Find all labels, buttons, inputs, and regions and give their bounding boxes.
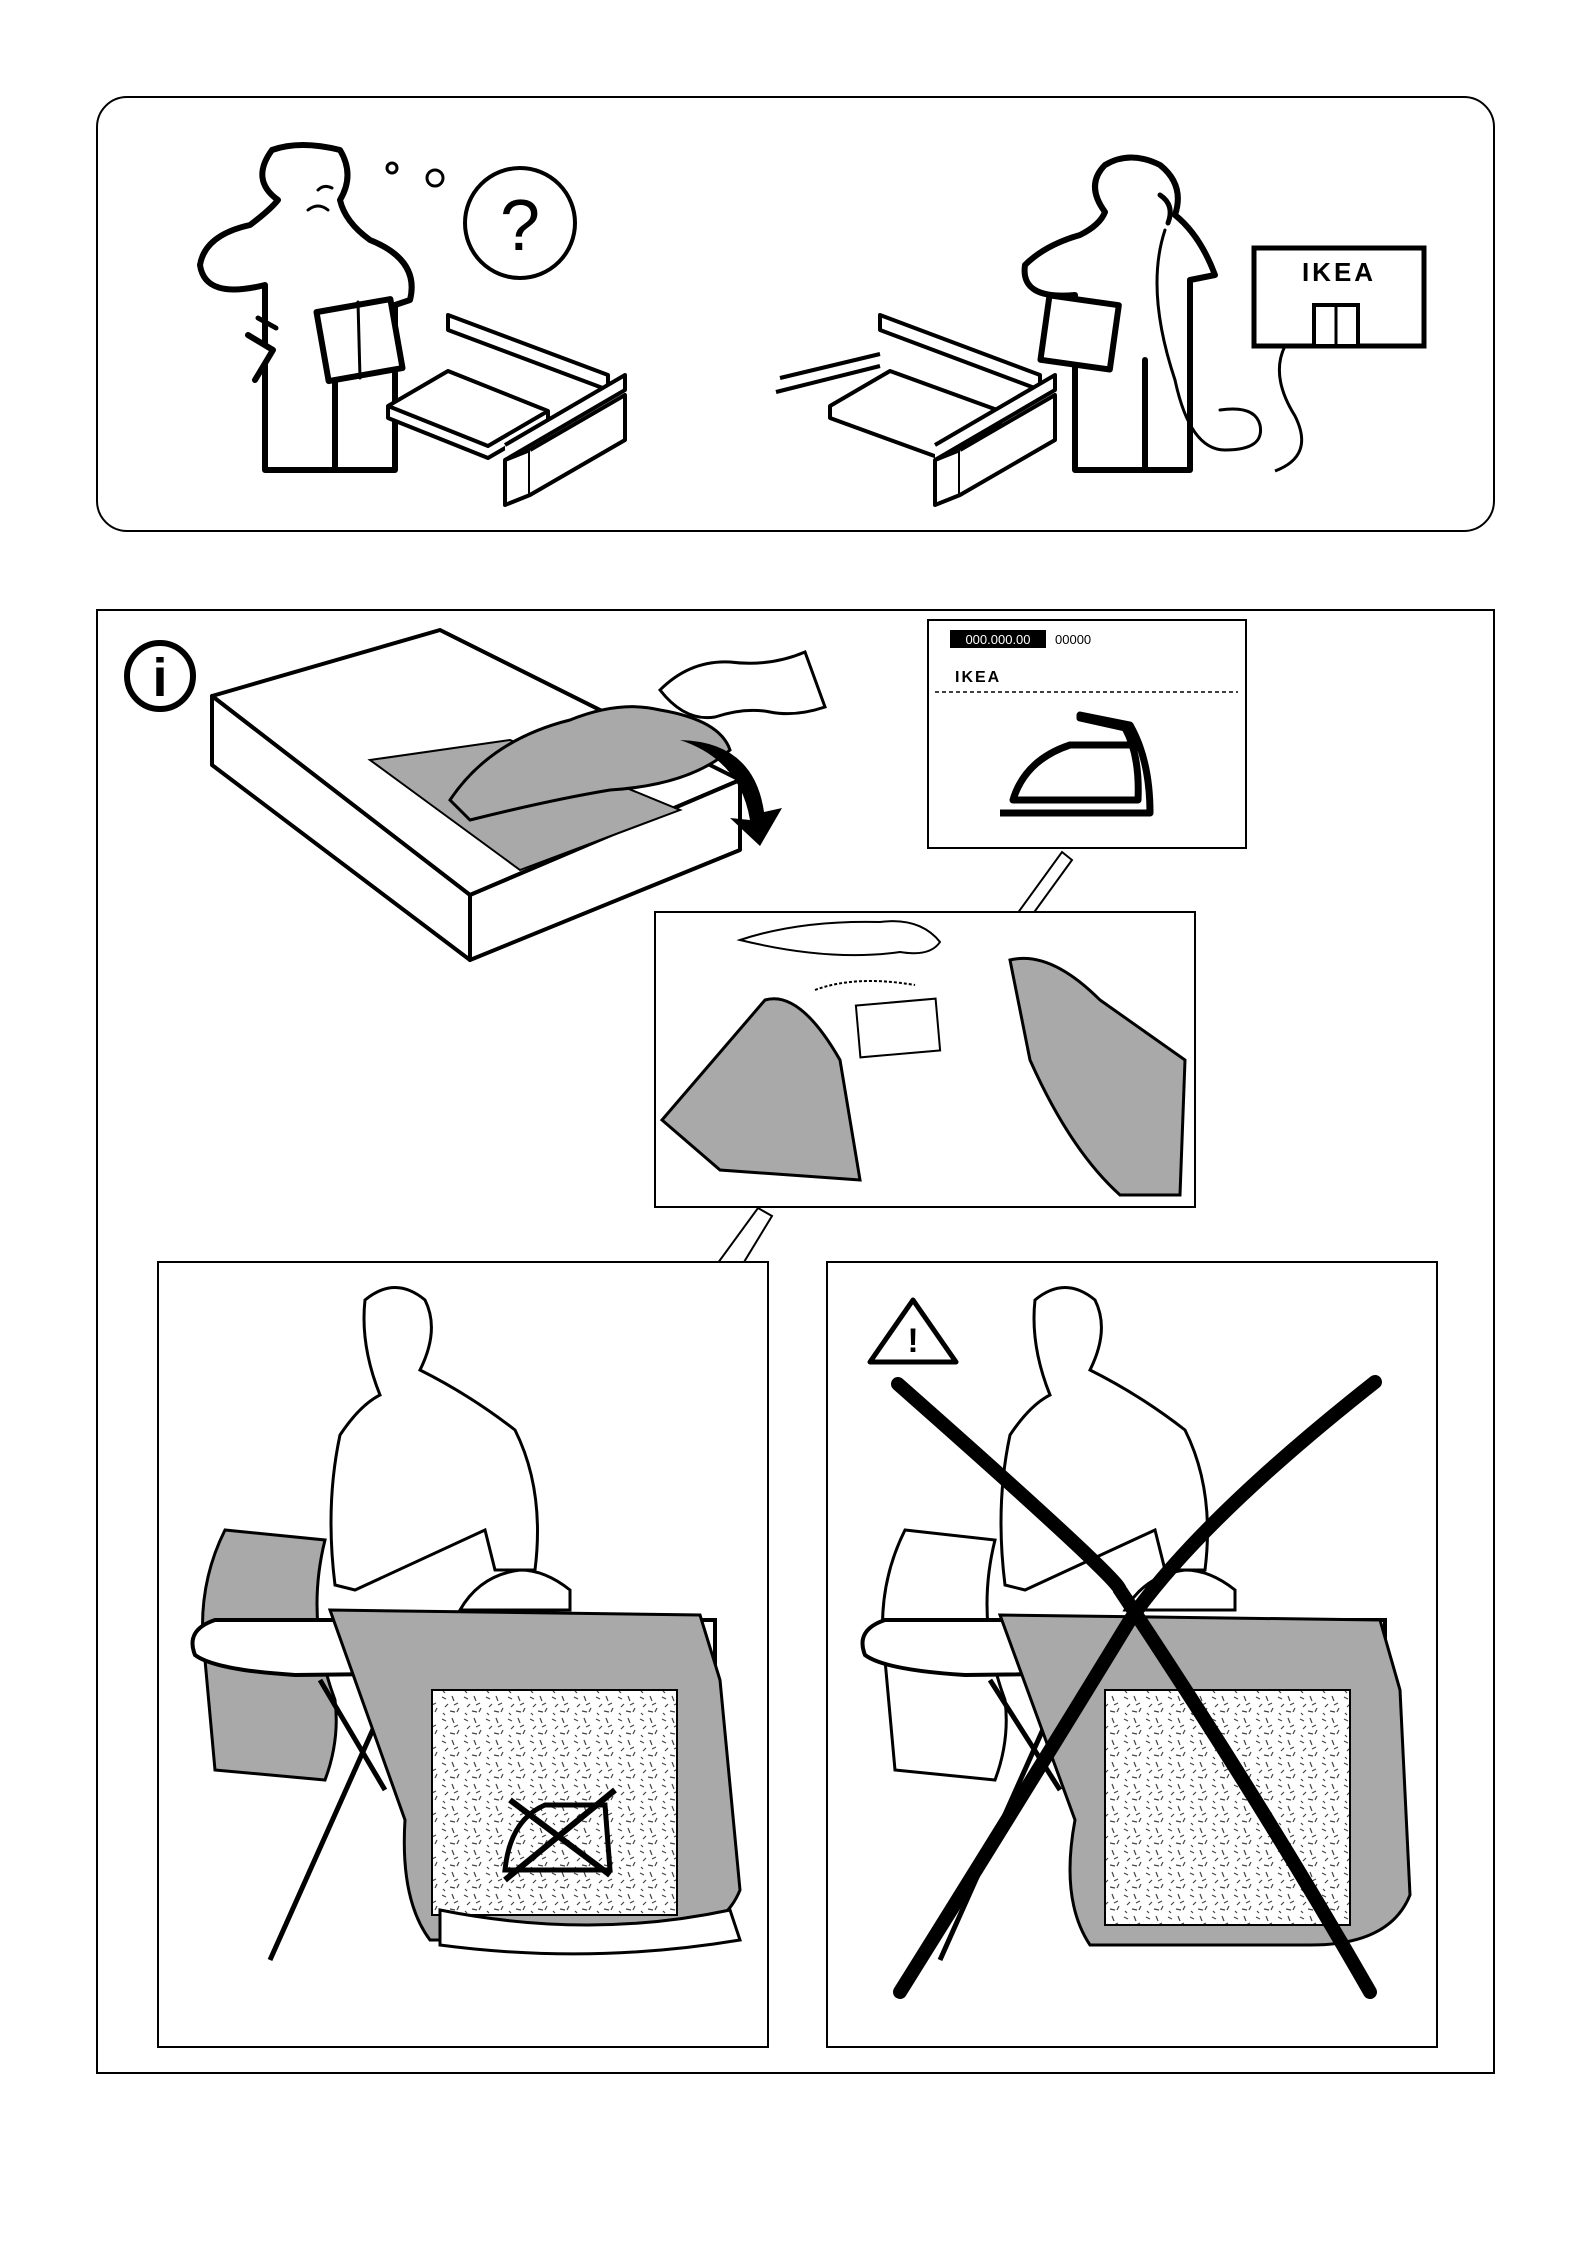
ironing-panel-wrong: !	[827, 1262, 1437, 2047]
seam-detail-panel	[655, 912, 1195, 1207]
info-symbol: i	[152, 648, 167, 708]
warning-symbol: !	[907, 1322, 918, 1360]
top-panel: ?	[97, 97, 1494, 531]
question-mark-icon: ?	[500, 186, 540, 266]
info-icon: i	[127, 643, 193, 709]
question-bubble: ?	[465, 168, 575, 278]
care-label: 000.000.00 00000 IKEA	[928, 620, 1246, 848]
supplier-code: 00000	[1055, 632, 1091, 647]
label-brand: IKEA	[955, 669, 1001, 686]
info-section: i 000.000.00 00000 IKEA	[97, 610, 1494, 2073]
article-number: 000.000.00	[965, 632, 1030, 647]
store-sign-text: IKEA	[1302, 257, 1376, 287]
sewn-label	[856, 999, 940, 1058]
ironing-panel-correct	[158, 1262, 768, 2047]
